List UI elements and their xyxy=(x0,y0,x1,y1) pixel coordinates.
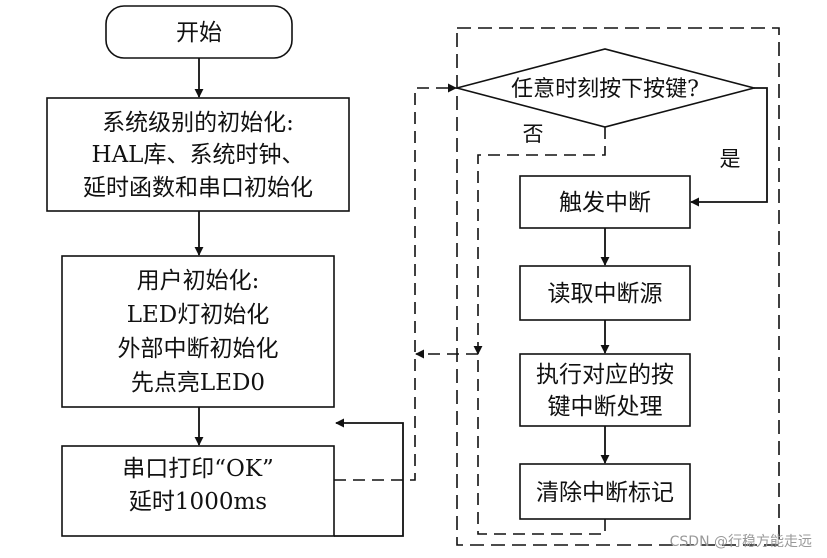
system-init-line-1: 系统级别的初始化: xyxy=(102,110,294,136)
loop-box xyxy=(61,445,335,537)
yes-label: 是 xyxy=(720,147,741,171)
watermark: CSDN @行稳方能走远 xyxy=(670,534,812,550)
return-path xyxy=(477,354,606,535)
user-init-line-3: 外部中断初始化 xyxy=(118,336,279,362)
no-branch-path xyxy=(473,127,606,355)
handle-line-2: 键中断处理 xyxy=(548,394,663,420)
trigger-interrupt-box xyxy=(519,175,691,229)
user-init-line-1: 用户初始化: xyxy=(137,268,260,294)
start-label: 开始 xyxy=(176,20,222,46)
read-source-label: 读取中断源 xyxy=(548,281,663,307)
clear-flag-label: 清除中断标记 xyxy=(536,480,674,506)
read-source-box xyxy=(519,265,691,321)
system-init-line-2: HAL库、系统时钟、 xyxy=(92,142,305,168)
no-label: 否 xyxy=(523,122,544,146)
loop-line-1: 串口打印“OK” xyxy=(122,456,274,482)
decision-label: 任意时刻按下按键? xyxy=(511,77,699,102)
handle-line-1: 执行对应的按 xyxy=(536,362,674,388)
user-init-box xyxy=(61,255,335,408)
user-init-line-2: LED灯初始化 xyxy=(127,302,270,328)
interrupt-region xyxy=(456,27,780,546)
yes-branch-path xyxy=(690,87,768,207)
trigger-interrupt-label: 触发中断 xyxy=(559,190,651,216)
handle-box xyxy=(519,353,691,427)
user-init-line-4: 先点亮LED0 xyxy=(131,370,265,396)
system-init-box xyxy=(46,97,350,212)
system-init-line-3: 延时函数和串口初始化 xyxy=(83,175,313,201)
dashed-to-interrupt xyxy=(334,83,457,481)
loop-line-2: 延时1000ms xyxy=(129,489,267,515)
